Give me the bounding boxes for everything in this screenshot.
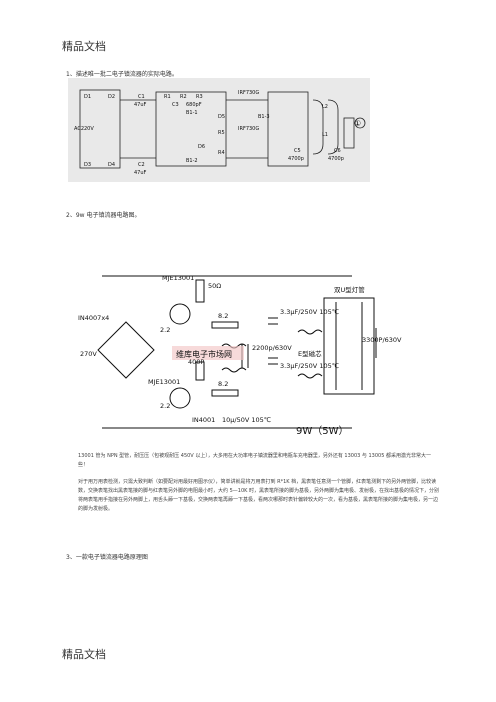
ac-input-label: AC220V: [74, 126, 94, 132]
transistor-bottom-label: MJE13001: [148, 378, 180, 386]
r2-label: R2: [180, 94, 187, 100]
caption-1: 1、描述唯一批二电子镇流器的实际电路。: [66, 71, 178, 78]
c-3-3uf-top-label: 3.3μF/250V 105℃: [280, 308, 339, 316]
figure-number: ①: [354, 119, 361, 128]
power-rating-label: 9W（5W）: [296, 425, 349, 437]
c-3-3uf-bottom-label: 3.3μF/250V 105℃: [280, 362, 339, 370]
caption-2: 2、9w 电子镇流器电路图。: [66, 212, 141, 219]
b1-3-label: B1-3: [258, 114, 270, 120]
mosfet-2-label: IRF730G: [238, 126, 259, 132]
l2-label: L2: [322, 104, 328, 110]
circuit-diagram-1: D1 D2 C1 47uF R1 R2 R3 C3 680pF IRF730G …: [68, 78, 370, 182]
circuit-diagram-2: 维库电子市场网 MJE13001 MJE13001 IN4007x4 270V …: [78, 274, 402, 437]
caption-3: 3、一款电子镇流器电路原理图: [66, 554, 148, 561]
c2-label: C2: [138, 162, 145, 168]
bridge-diodes-label: IN4007x4: [78, 314, 109, 322]
c6-label: C6: [334, 148, 341, 154]
d6-label: D6: [198, 144, 205, 150]
r1-label: R1: [164, 94, 171, 100]
watermark-text: 维库电子市场网: [176, 349, 232, 359]
l1-label: L1: [322, 132, 328, 138]
r-50ohm-label: 50Ω: [208, 282, 221, 290]
page-header: 精品文档: [62, 40, 106, 53]
r4-label: R4: [218, 150, 225, 156]
c1-value: 47uF: [134, 102, 147, 108]
c6-value: 4700p: [328, 156, 344, 162]
r5-label: R5: [218, 130, 225, 136]
page-footer: 精品文档: [62, 648, 106, 661]
c5-label: C5: [294, 148, 301, 154]
c-3300p-label: 3300P/630V: [362, 336, 402, 344]
paragraph-2: 对于用万用表检测，只需大致判断（如要配对用最好用图示仪），简单讲就是将万用表打到…: [78, 479, 440, 512]
c5-value: 4700p: [288, 156, 304, 162]
c3-label: C3: [172, 102, 179, 108]
diode-in4001-label: IN4001: [192, 416, 215, 424]
mosfet-1-label: IRF730G: [238, 90, 259, 96]
c2-value: 47uF: [134, 170, 147, 176]
core-type-label: E型磁芯: [298, 349, 322, 358]
d4-label: D4: [108, 162, 115, 168]
c-2200p-label: 2200p/630V: [252, 344, 292, 352]
c-10uf-label: 10μ/50V 105℃: [222, 416, 271, 424]
c1-label: C1: [138, 94, 145, 100]
b1-2-label: B1-2: [186, 158, 198, 164]
paragraph-1: 13001 管为 NPN 型管，耐压压（包被观耐压 450V 以上），大多用在大…: [78, 453, 431, 468]
r-bottom-2-2-label: 2.2: [160, 402, 170, 410]
d5-label: D5: [218, 114, 225, 120]
r-top-2-2-label: 2.2: [160, 326, 170, 334]
r-top-8-2-label: 8.2: [218, 312, 228, 320]
input-voltage-label: 270V: [80, 350, 97, 358]
c3-value: 680pF: [186, 102, 202, 108]
r3-label: R3: [196, 94, 203, 100]
c-400p-label: 400P: [188, 358, 204, 366]
d2-label: D2: [108, 94, 115, 100]
r-bottom-8-2-label: 8.2: [218, 380, 228, 388]
d3-label: D3: [84, 162, 91, 168]
lamp-type-label: 双U型灯管: [334, 285, 365, 294]
d1-label: D1: [84, 94, 91, 100]
transistor-top-label: MJE13001: [162, 274, 194, 282]
b1-1-label: B1-1: [186, 110, 198, 116]
